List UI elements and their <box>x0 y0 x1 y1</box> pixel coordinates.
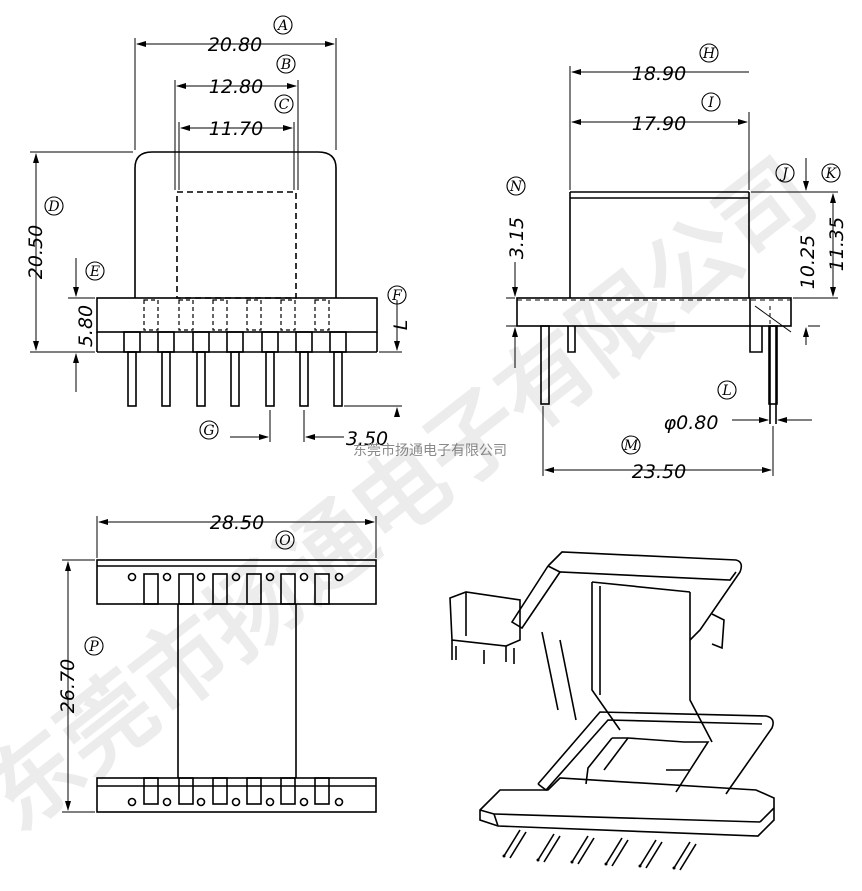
label-p: P <box>88 639 99 655</box>
label-b: B <box>280 57 291 73</box>
dim-j-text: 10.25 <box>797 235 819 289</box>
label-i: I <box>707 95 714 111</box>
label-e: E <box>89 264 100 280</box>
dim-i-text: 17.90 <box>632 113 686 135</box>
dim-pin-text: φ0.80 <box>664 412 719 434</box>
label-n: N <box>509 179 523 195</box>
label-j: J <box>779 166 789 182</box>
dim-n-text: 3.15 <box>506 217 528 259</box>
dim-c-text: 11.70 <box>209 118 263 140</box>
dim-g-text: 3.50 <box>346 428 388 450</box>
dim-b-text: 12.80 <box>209 76 263 98</box>
dim-h-text: 18.90 <box>632 63 686 85</box>
dim-d-text: 20.50 <box>25 225 47 279</box>
isometric-view <box>449 551 775 871</box>
dim-e-text: 5.80 <box>75 305 97 347</box>
label-a: A <box>276 18 288 34</box>
label-f: F <box>391 288 403 304</box>
front-view <box>96 151 378 407</box>
side-view <box>516 191 792 424</box>
label-l: L <box>721 383 731 399</box>
watermark-small: 东莞市扬通电子有限公司 <box>353 442 507 459</box>
label-c: C <box>279 97 290 113</box>
bottom-view <box>96 559 377 813</box>
label-g: G <box>203 423 214 439</box>
label-d: D <box>47 199 59 215</box>
label-k: K <box>825 166 838 182</box>
label-m: M <box>623 438 639 454</box>
dim-k-text: 11.35 <box>826 217 848 271</box>
dim-p-text: 26.70 <box>57 659 79 713</box>
dim-m-text: 23.50 <box>632 461 686 483</box>
dim-a-text: 20.80 <box>208 34 262 56</box>
watermark-large: 东莞市扬通电子有限公司 <box>0 139 835 851</box>
label-o: O <box>279 533 291 549</box>
dim-o-text: 28.50 <box>210 512 264 534</box>
label-h: H <box>702 46 716 62</box>
side-letter-l: L <box>390 320 412 331</box>
